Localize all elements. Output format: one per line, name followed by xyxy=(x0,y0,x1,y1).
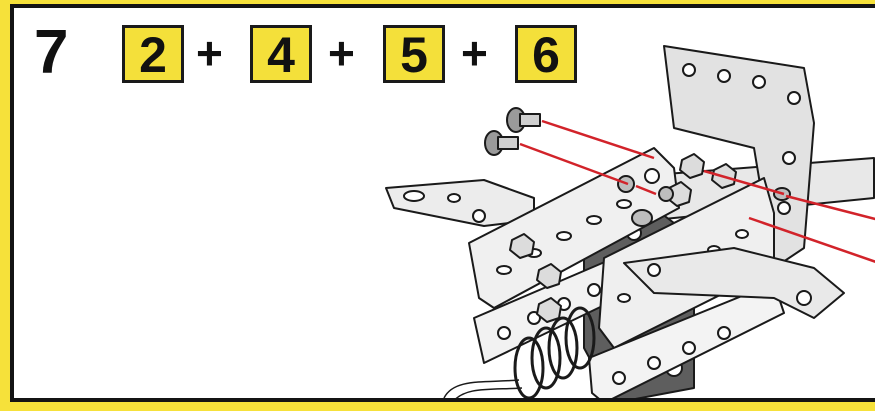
assembly-illustration xyxy=(14,8,875,402)
instruction-panel: 7 2 + 4 + 5 + 6 xyxy=(10,4,875,402)
metal-strip-icon xyxy=(386,180,534,226)
